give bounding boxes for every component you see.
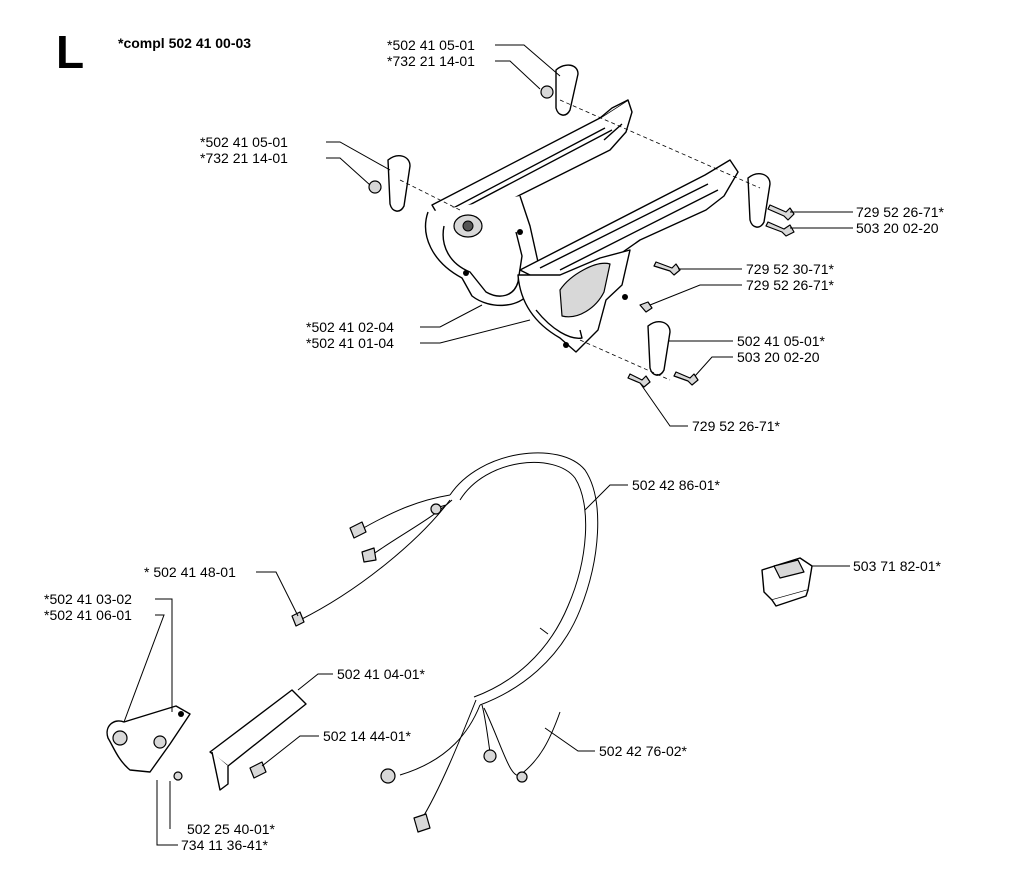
assembly-label: *compl 502 41 00-03 — [118, 35, 251, 51]
callout-732-21-14-01-left: *732 21 14-01 — [200, 150, 288, 166]
callout-729-52-26-71-bottom: 729 52 26-71* — [692, 418, 781, 434]
callout-503-20-02-20-right: 503 20 02-20 — [856, 220, 939, 236]
callout-502-41-05-01-left: *502 41 05-01 — [200, 134, 288, 150]
callout-732-21-14-01-top: *732 21 14-01 — [387, 53, 475, 69]
callout-502-41-48-01: * 502 41 48-01 — [144, 564, 236, 580]
callout-502-25-40-01: 502 25 40-01* — [187, 821, 276, 837]
callout-502-14-44-01: 502 14 44-01* — [323, 728, 412, 744]
callout-502-41-06-01: *502 41 06-01 — [44, 607, 132, 623]
callout-502-41-05-01-top: *502 41 05-01 — [387, 37, 475, 53]
callout-729-52-26-71-mid: 729 52 26-71* — [746, 277, 835, 293]
callout-502-41-02-04: *502 41 02-04 — [306, 319, 394, 335]
callout-503-71-82-01: 503 71 82-01* — [853, 558, 942, 574]
callout-502-41-05-01-lower: 502 41 05-01* — [737, 333, 826, 349]
callout-502-41-01-04: *502 41 01-04 — [306, 335, 394, 351]
callout-503-20-02-20-lower: 503 20 02-20 — [737, 349, 820, 365]
callout-734-11-36-41: 734 11 36-41* — [181, 837, 268, 853]
callout-502-42-76-02: 502 42 76-02* — [599, 743, 688, 759]
callout-502-41-03-02: *502 41 03-02 — [44, 591, 132, 607]
callout-729-52-30-71: 729 52 30-71* — [746, 261, 835, 277]
callout-502-41-04-01: 502 41 04-01* — [337, 666, 426, 682]
callout-labels: *502 41 05-01 *732 21 14-01 *502 41 05-0… — [44, 37, 945, 853]
leader-lines — [123, 44, 853, 846]
callout-502-42-86-01: 502 42 86-01* — [632, 477, 721, 493]
section-letter: L — [56, 26, 84, 78]
handle-assembly-drawing — [368, 64, 795, 388]
callout-729-52-26-71-right: 729 52 26-71* — [856, 204, 945, 220]
cable-and-trigger-drawing — [106, 452, 813, 833]
